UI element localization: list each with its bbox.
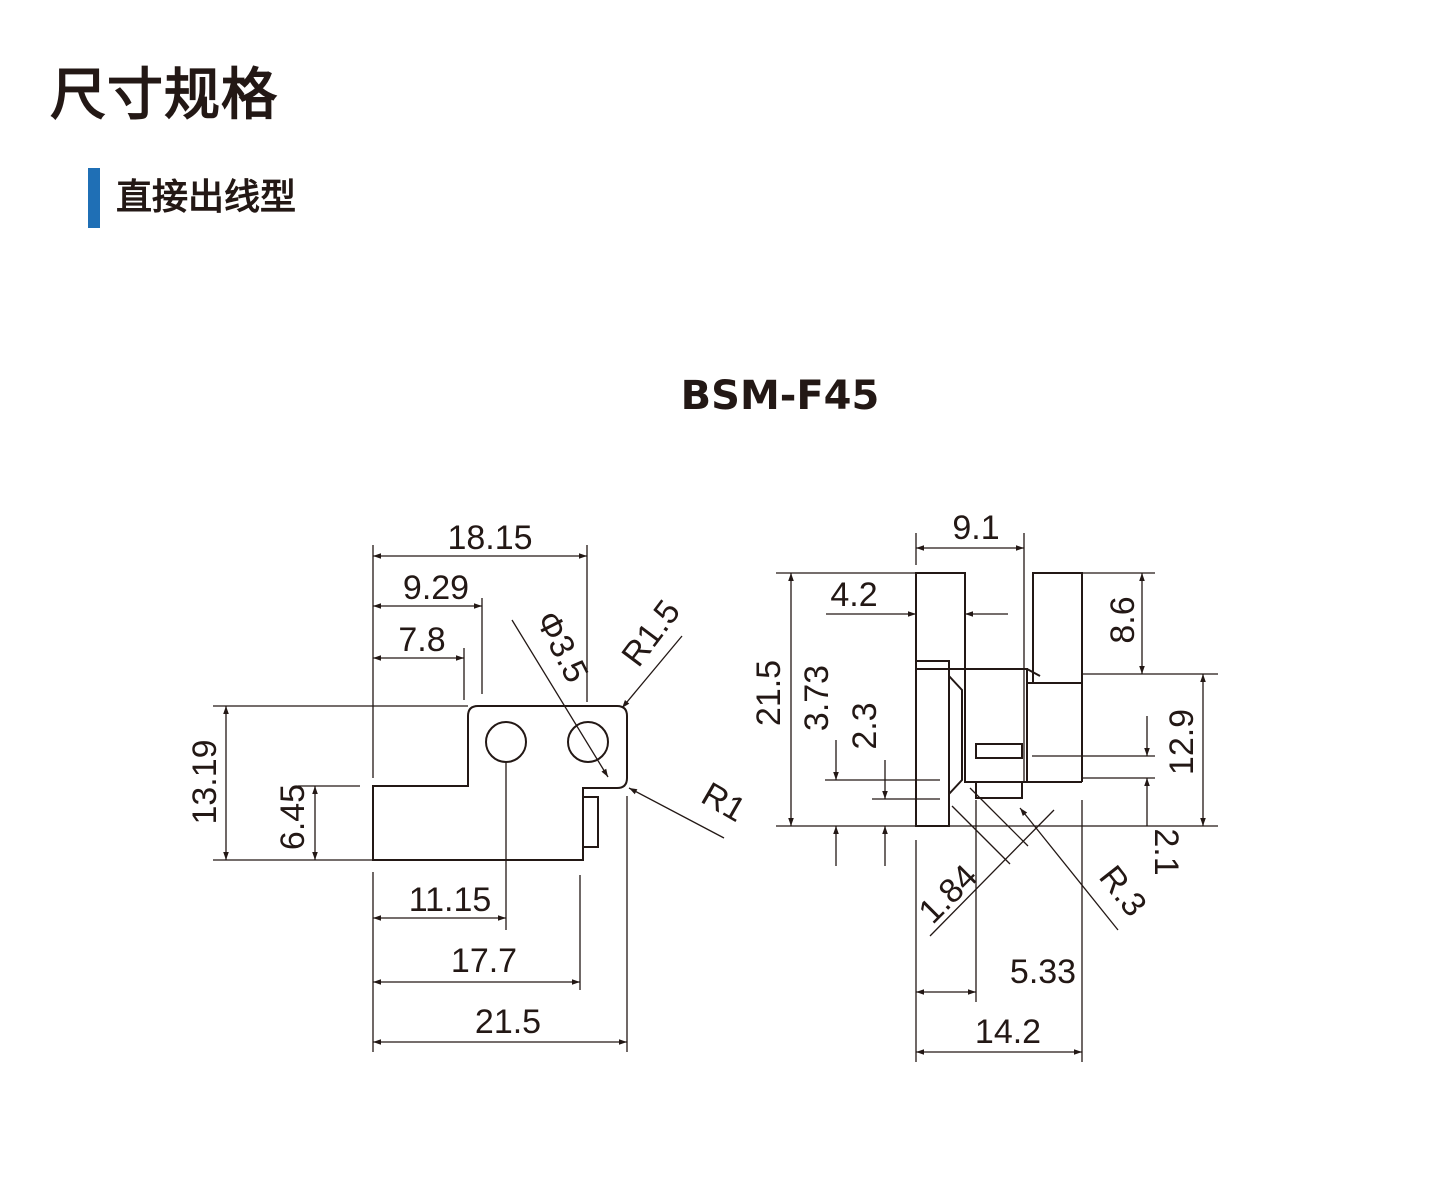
dim-label-18-15: 18.15	[447, 519, 532, 557]
dim-label-5-33: 5.33	[1010, 953, 1076, 991]
dim-label-dia-3-5: Φ3.5	[528, 605, 596, 689]
dim-label-side-21-5: 21.5	[750, 660, 788, 726]
mounting-hole-right	[567, 721, 609, 763]
dim-label-2-3: 2.3	[846, 702, 884, 749]
dim-label-4-2: 4.2	[830, 576, 877, 614]
dim-label-12-9: 12.9	[1163, 709, 1201, 775]
mounting-hole-left	[485, 721, 527, 763]
front-view-outline	[372, 705, 628, 861]
side-view-outline	[915, 572, 1083, 827]
page-title: 尺寸规格	[50, 63, 278, 128]
dim-label-14-2: 14.2	[975, 1013, 1041, 1051]
side-view: 9.1 4.2 8.6 21.5 3.73 2.3 12.9 2.1 1.84 …	[750, 509, 1218, 1062]
section-accent-bar	[88, 168, 100, 228]
dim-label-9-1: 9.1	[952, 509, 999, 547]
dim-label-17-7: 17.7	[451, 942, 517, 980]
dim-label-r1-5: R1.5	[614, 593, 688, 673]
side-view-extension-lines	[776, 533, 1218, 1062]
dim-label-8-6: 8.6	[1104, 596, 1142, 643]
dim-label-11-15: 11.15	[409, 881, 492, 919]
dim-label-6-45: 6.45	[274, 784, 312, 850]
section-title: 直接出线型	[116, 177, 297, 218]
dim-label-21-5: 21.5	[475, 1003, 541, 1041]
dim-label-13-19: 13.19	[186, 739, 224, 824]
dim-label-2-1: 2.1	[1147, 828, 1185, 875]
dim-label-3-73: 3.73	[798, 665, 836, 731]
dim-label-1-84: 1.84	[911, 857, 985, 931]
front-view-extension-lines	[213, 545, 628, 1052]
front-view-dimension-lines	[223, 553, 725, 1045]
side-view-dimension-lines	[788, 545, 1206, 1055]
dim-label-r-3: R.3	[1091, 859, 1154, 924]
section-header: 直接出线型	[88, 168, 296, 228]
dim-label-7-8: 7.8	[398, 621, 445, 659]
dim-label-r1: R1	[695, 775, 752, 830]
front-view: 18.15 9.29 7.8 Φ3.5 R1.5 R1 13.19 6.45 1…	[186, 519, 752, 1052]
model-title: BSM-F45	[680, 373, 880, 419]
dim-label-9-29: 9.29	[403, 569, 469, 607]
